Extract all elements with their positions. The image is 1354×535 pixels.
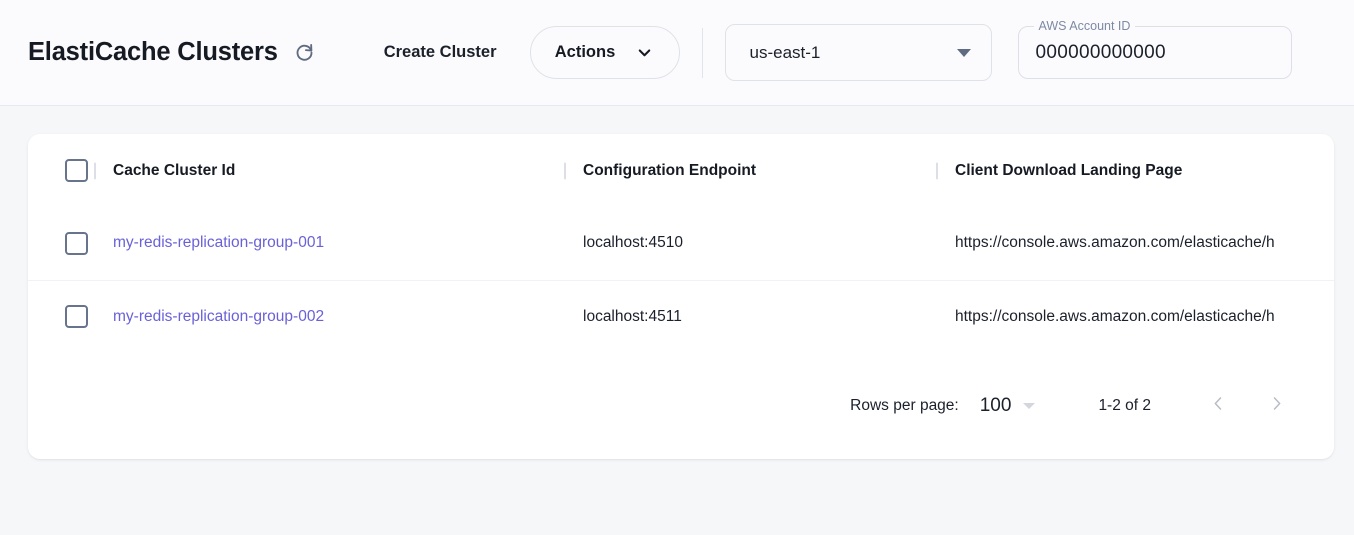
clusters-card: Cache Cluster Id Configuration Endpoint … — [28, 134, 1334, 459]
configuration-endpoint-value: localhost:4510 — [583, 234, 683, 252]
cell-cache-cluster-id: my-redis-replication-group-002 — [113, 279, 583, 353]
chevron-right-icon — [1267, 394, 1286, 418]
select-all-cell — [28, 134, 113, 207]
page-body: Cache Cluster Id Configuration Endpoint … — [0, 106, 1354, 459]
cell-configuration-endpoint: localhost:4511 — [583, 279, 955, 353]
column-header-cache-cluster-id[interactable]: Cache Cluster Id — [94, 134, 583, 207]
chevron-left-icon — [1209, 394, 1228, 418]
cell-configuration-endpoint: localhost:4510 — [583, 207, 955, 280]
row-checkbox[interactable] — [65, 231, 88, 255]
chevron-down-icon — [1023, 403, 1036, 409]
landing-page-value: https://console.aws.amazon.com/elasticac… — [955, 234, 1275, 252]
cluster-id-link[interactable]: my-redis-replication-group-001 — [113, 234, 325, 252]
column-separator — [936, 162, 938, 179]
app-toolbar: ElastiCache Clusters Create Cluster Acti… — [0, 0, 1354, 106]
previous-page-button[interactable] — [1199, 387, 1237, 425]
row-select-cell — [28, 207, 113, 280]
cell-client-download-landing-page: https://console.aws.amazon.com/elasticac… — [955, 279, 1334, 353]
row-select-cell — [28, 279, 113, 353]
title-group: ElastiCache Clusters — [28, 38, 318, 67]
rows-per-page-value: 100 — [979, 395, 1012, 416]
column-header-configuration-endpoint[interactable]: Configuration Endpoint — [564, 134, 955, 207]
aws-account-id-value: 000000000000 — [1035, 41, 1166, 63]
table-header-row: Cache Cluster Id Configuration Endpoint … — [28, 134, 1334, 207]
page-title: ElastiCache Clusters — [28, 38, 278, 66]
table-body: my-redis-replication-group-001 localhost… — [28, 207, 1334, 353]
create-cluster-button[interactable]: Create Cluster — [383, 43, 497, 61]
table-row: my-redis-replication-group-002 localhost… — [28, 279, 1334, 353]
cell-cache-cluster-id: my-redis-replication-group-001 — [113, 207, 583, 280]
column-header-label: Client Download Landing Page — [955, 161, 1183, 179]
actions-button[interactable]: Actions — [529, 26, 680, 79]
refresh-icon[interactable] — [292, 40, 318, 66]
configuration-endpoint-value: localhost:4511 — [583, 307, 682, 325]
table-row: my-redis-replication-group-001 localhost… — [28, 207, 1334, 280]
landing-page-value: https://console.aws.amazon.com/elasticac… — [955, 307, 1275, 325]
aws-account-id-label: AWS Account ID — [1033, 18, 1136, 34]
pagination-range-label: 1-2 of 2 — [1098, 397, 1151, 414]
triangle-down-icon — [956, 48, 971, 57]
table-head: Cache Cluster Id Configuration Endpoint … — [28, 134, 1334, 207]
aws-account-id-field[interactable]: AWS Account ID 000000000000 — [1017, 18, 1292, 79]
rows-per-page-select[interactable]: 100 — [980, 395, 1036, 417]
select-all-checkbox[interactable] — [65, 159, 88, 182]
table-pagination: Rows per page: 100 1-2 of 2 — [28, 353, 1334, 459]
toolbar-divider — [701, 27, 703, 78]
column-separator — [564, 162, 566, 179]
cluster-id-link[interactable]: my-redis-replication-group-002 — [113, 307, 325, 325]
column-header-client-download-landing-page[interactable]: Client Download Landing Page — [936, 134, 1334, 207]
clusters-table: Cache Cluster Id Configuration Endpoint … — [28, 134, 1334, 353]
region-select[interactable]: us-east-1 — [724, 24, 992, 81]
row-checkbox[interactable] — [65, 305, 88, 329]
cell-client-download-landing-page: https://console.aws.amazon.com/elasticac… — [955, 207, 1334, 280]
column-header-label: Cache Cluster Id — [113, 161, 236, 179]
chevron-down-icon — [635, 43, 654, 62]
column-header-label: Configuration Endpoint — [583, 161, 757, 179]
next-page-button[interactable] — [1257, 387, 1295, 425]
region-select-value: us-east-1 — [749, 42, 821, 62]
column-separator — [94, 162, 96, 179]
actions-button-label: Actions — [554, 43, 616, 61]
rows-per-page-label: Rows per page: — [850, 397, 959, 414]
